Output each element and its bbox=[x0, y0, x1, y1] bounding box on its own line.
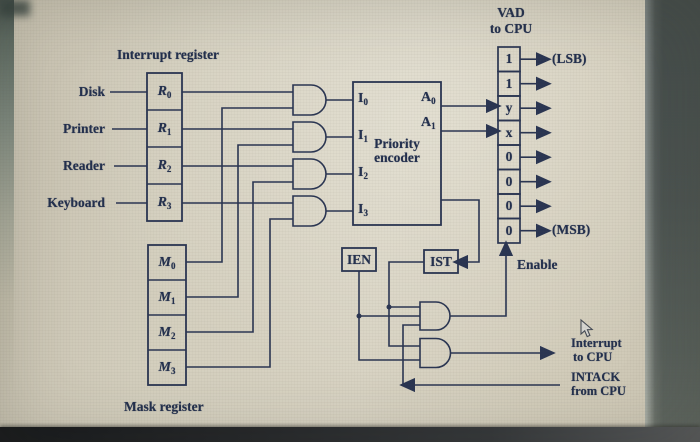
label-text: I bbox=[358, 202, 364, 217]
mask-register-cell: M3 bbox=[148, 350, 186, 385]
mask-register-cell: M2 bbox=[148, 315, 186, 350]
wire-gate-outputs bbox=[326, 99, 353, 212]
cell-text: M bbox=[158, 255, 171, 270]
interrupt-register-cell: R1 bbox=[147, 110, 182, 147]
cell-sub: 1 bbox=[170, 296, 176, 306]
device-label-printer: Printer bbox=[63, 121, 105, 136]
vad-cell-1: 1 bbox=[505, 75, 513, 91]
vad-title-line1: VAD bbox=[497, 5, 525, 20]
encoder-output-a0: A0 bbox=[421, 90, 436, 106]
vad-cell-5: 0 bbox=[505, 173, 513, 189]
junction-dot bbox=[356, 313, 362, 319]
wire-device-inputs bbox=[110, 91, 147, 204]
screen-corner-shadow bbox=[0, 0, 30, 16]
wire-ien bbox=[358, 271, 420, 361]
label-sub: 3 bbox=[363, 208, 368, 218]
label-sub: 2 bbox=[363, 171, 368, 181]
interrupt-register-box bbox=[146, 72, 183, 222]
lsb-label: (LSB) bbox=[552, 51, 587, 66]
encoder-input-i2: I2 bbox=[358, 165, 368, 181]
mask-register-title: Mask register bbox=[124, 399, 204, 414]
msb-label: (MSB) bbox=[552, 222, 591, 237]
cell-sub: 0 bbox=[166, 90, 172, 100]
encoder-input-i1: I1 bbox=[358, 128, 368, 144]
cell-text: R bbox=[157, 158, 167, 173]
device-label-keyboard: Keyboard bbox=[47, 195, 105, 210]
intack-from-cpu-line2: from CPU bbox=[571, 384, 626, 398]
interrupt-to-cpu-line1: Interrupt bbox=[571, 336, 622, 350]
cell-text: R bbox=[157, 84, 167, 99]
interrupt-and-gate bbox=[419, 337, 452, 369]
mask-register-cell: M0 bbox=[148, 245, 186, 280]
cell-text: R bbox=[157, 121, 167, 136]
encoder-title-line2: encoder bbox=[374, 150, 420, 165]
wire-ist bbox=[388, 261, 424, 347]
mask-register-box bbox=[147, 244, 187, 386]
junction-dot bbox=[386, 304, 392, 310]
intack-from-cpu-line1: INTACK bbox=[571, 370, 621, 384]
cell-sub: 2 bbox=[166, 164, 172, 174]
wire-intack bbox=[402, 324, 420, 385]
interrupt-to-cpu-line2: to CPU bbox=[573, 350, 613, 364]
interrupt-register-cell: R0 bbox=[147, 73, 182, 110]
vad-cell-7: 0 bbox=[505, 222, 513, 238]
interrupt-register-cell: R3 bbox=[147, 184, 182, 221]
cell-sub: 0 bbox=[170, 261, 176, 271]
vad-cell-0: 1 bbox=[505, 51, 513, 66]
cell-text: R bbox=[157, 195, 167, 210]
enable-label: Enable bbox=[517, 257, 558, 272]
interrupt-register-cell: R2 bbox=[147, 147, 182, 184]
label-sub: 0 bbox=[363, 97, 368, 107]
label-sub: 0 bbox=[431, 96, 436, 106]
label-text: A bbox=[421, 90, 432, 105]
ist-label: IST bbox=[430, 254, 452, 269]
cell-sub: 1 bbox=[166, 127, 172, 137]
wire-mask-lines bbox=[186, 107, 293, 368]
priority-encoder-box bbox=[352, 81, 442, 226]
device-label-reader: Reader bbox=[63, 158, 105, 173]
vad-title-line2: to CPU bbox=[489, 21, 533, 36]
encoder-input-i3: I3 bbox=[358, 202, 368, 218]
wire-encoder-to-ist bbox=[441, 199, 480, 270]
cell-text: M bbox=[158, 325, 171, 340]
cell-text: M bbox=[158, 360, 171, 375]
vad-cell-6: 0 bbox=[505, 198, 513, 213]
mouse-cursor-icon[interactable] bbox=[580, 318, 594, 338]
interrupt-register-title: Interrupt register bbox=[116, 47, 220, 62]
mask-register-cell: M1 bbox=[148, 280, 186, 315]
and-gate-1 bbox=[292, 121, 327, 153]
label-sub: 1 bbox=[363, 134, 368, 144]
label-text: I bbox=[358, 91, 364, 106]
cell-sub: 2 bbox=[170, 331, 176, 341]
label-text: I bbox=[358, 128, 364, 143]
screen-right-band bbox=[645, 0, 700, 442]
cell-sub: 3 bbox=[166, 201, 172, 211]
vad-cell-3: x bbox=[505, 124, 513, 140]
label-text: A bbox=[421, 115, 432, 130]
device-label-disk: Disk bbox=[78, 84, 105, 99]
encoder-input-i0: I0 bbox=[358, 91, 368, 107]
cell-text: M bbox=[158, 290, 171, 305]
and-gate-3 bbox=[292, 195, 327, 227]
wire-enable bbox=[450, 240, 514, 317]
cell-sub: 3 bbox=[170, 366, 176, 376]
wire-r-lines bbox=[182, 91, 293, 204]
vad-cell-4: 0 bbox=[505, 149, 513, 164]
screen-bottom-bezel bbox=[0, 427, 700, 442]
and-gate-0 bbox=[292, 84, 327, 116]
enable-and-gate bbox=[419, 301, 451, 331]
encoder-title-line1: Priority bbox=[374, 136, 420, 151]
label-sub: 1 bbox=[431, 121, 436, 131]
ien-label: IEN bbox=[346, 252, 371, 267]
vad-cell-2: y bbox=[505, 100, 513, 115]
and-gate-2 bbox=[292, 158, 327, 190]
encoder-output-a1: A1 bbox=[421, 115, 436, 131]
label-text: I bbox=[358, 165, 364, 180]
screen-left-edge bbox=[0, 0, 14, 432]
